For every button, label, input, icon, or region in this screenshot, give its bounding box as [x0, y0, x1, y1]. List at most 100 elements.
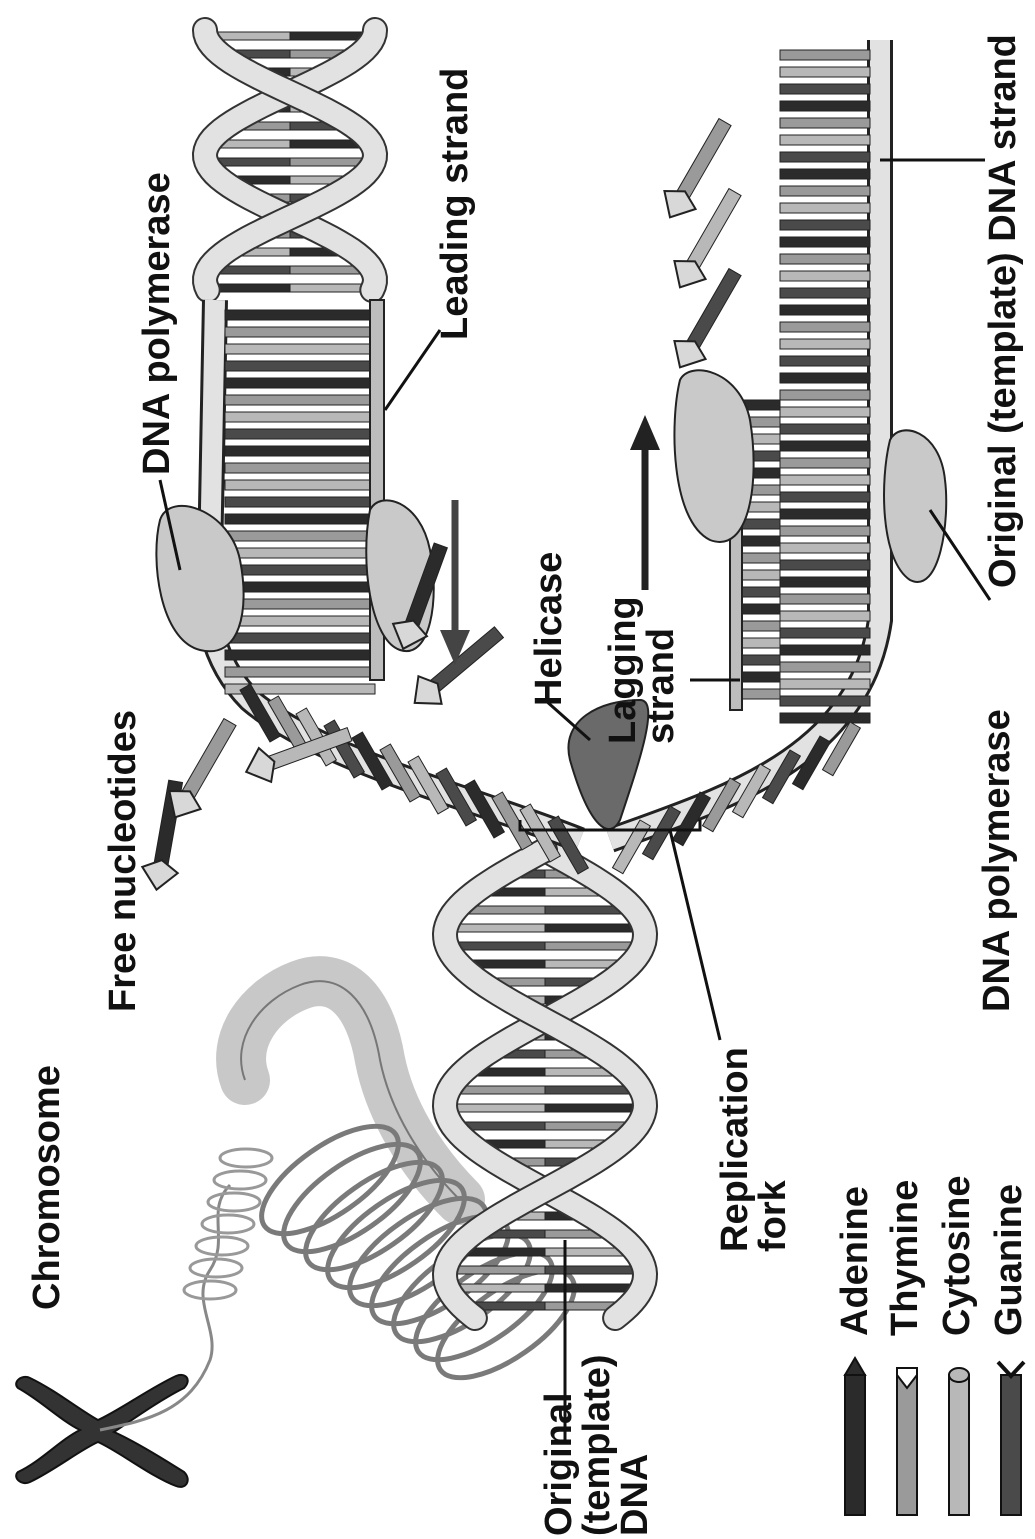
lagging-fragment-base	[740, 689, 780, 699]
lagging-strand-label: Lagging strand	[604, 596, 680, 744]
chromatin-loop	[220, 1149, 272, 1167]
lagging-template-base	[780, 339, 870, 349]
lagging-template-base	[780, 628, 870, 638]
legend-guanine-label: Guanine	[990, 1184, 1030, 1336]
dna-polymerase-bottom-label: DNA polymerase	[978, 709, 1018, 1012]
template-helix-base-pair	[545, 1104, 645, 1112]
leading-base-pair	[225, 531, 375, 541]
lagging-template-base	[780, 577, 870, 587]
legend-thymine-label: Thymine	[886, 1180, 926, 1336]
lagging-template-base	[780, 390, 870, 400]
leading-base-pair	[225, 548, 375, 558]
adenine-tip-icon	[845, 1358, 865, 1375]
lagging-fragment-base	[740, 621, 780, 631]
leading-base-pair	[225, 480, 375, 490]
lagging-template-base	[780, 696, 870, 706]
lagging-template-base	[780, 101, 870, 111]
replication-fork-leader	[670, 830, 720, 1040]
leading-base-pair	[225, 344, 375, 354]
leading-strand-label: Leading strand	[436, 68, 476, 340]
lagging-template-base	[780, 118, 870, 128]
lagging-template-base	[780, 237, 870, 247]
lagging-fragment-base	[740, 519, 780, 529]
lagging-template-base	[780, 492, 870, 502]
dna-polymerase-bottom-left	[674, 370, 753, 542]
template-helix-base-pair	[445, 1104, 545, 1112]
lagging-template-base	[780, 135, 870, 145]
lagging-template-base	[780, 679, 870, 689]
legend-swatch-guanine	[998, 1362, 1024, 1515]
chromosome-label: Chromosome	[28, 1065, 68, 1310]
lagging-template-base	[780, 424, 870, 434]
lagging-fragment-base	[740, 604, 780, 614]
chromatin-loop	[184, 1281, 236, 1299]
legend-swatch-thymine	[897, 1368, 917, 1515]
lagging-fragment-base	[740, 638, 780, 648]
leading-base-pair	[225, 463, 375, 473]
leading-base-pair	[225, 616, 375, 626]
lagging-template-base	[780, 254, 870, 264]
lagging-fragment-base	[740, 587, 780, 597]
free-nucleotide	[159, 713, 245, 826]
template-helix-base-pair	[545, 1266, 645, 1274]
free-nucleotide	[664, 263, 750, 376]
leading-base-pair	[225, 514, 375, 524]
lagging-template-base	[780, 288, 870, 298]
legend-swatch-cytosine	[949, 1368, 969, 1515]
legend-bar	[845, 1375, 865, 1515]
original-template-dna-label: Original (template) DNA	[540, 1354, 654, 1536]
lagging-template-base	[780, 305, 870, 315]
lagging-template-base	[780, 509, 870, 519]
nucleotide-phosphate	[240, 745, 281, 789]
leading-base-pair	[225, 412, 375, 422]
lagging-template-base	[780, 203, 870, 213]
leading-base-pair	[225, 446, 375, 456]
leading-base-pair	[225, 667, 375, 677]
chromatin-loop	[208, 1193, 260, 1211]
chromatin-fiber	[241, 981, 460, 1200]
legend-adenine-label: Adenine	[836, 1186, 876, 1336]
lagging-fragment-base	[740, 536, 780, 546]
leading-base-pair	[225, 497, 375, 507]
lagging-template-base	[780, 441, 870, 451]
leading-base-pair	[225, 310, 375, 320]
lagging-template-base	[780, 594, 870, 604]
lagging-template-base	[780, 560, 870, 570]
chromatin-loop	[196, 1237, 248, 1255]
free-nucleotides-label: Free nucleotides	[104, 710, 144, 1012]
lagging-template-base	[780, 543, 870, 553]
lagging-template-base	[780, 84, 870, 94]
chromatin-loop	[202, 1215, 254, 1233]
legend-bar	[949, 1375, 969, 1515]
lagging-template-base	[780, 526, 870, 536]
leading-strand-leader	[385, 330, 440, 410]
dna-polymerase-top-label: DNA polymerase	[138, 172, 178, 475]
lagging-template-base	[780, 407, 870, 417]
leading-base-pair	[225, 361, 375, 371]
lagging-template-base	[780, 152, 870, 162]
original-template-dna-strand-label: Original (template) DNA strand	[984, 34, 1024, 588]
lagging-template-base	[780, 50, 870, 60]
lagging-fragment-base	[740, 672, 780, 682]
lagging-template-base	[780, 186, 870, 196]
chromatin-loop	[214, 1171, 266, 1189]
leading-base-pair	[225, 327, 375, 337]
lagging-template-base	[780, 271, 870, 281]
lagging-template-base	[780, 169, 870, 179]
leading-base-pair	[225, 429, 375, 439]
lagging-template-base	[780, 611, 870, 621]
dna-polymerase-bottom-right	[884, 430, 946, 582]
nucleotide-phosphate	[139, 857, 180, 893]
leading-base-pair	[225, 650, 375, 660]
lagging-template-base	[780, 713, 870, 723]
lagging-template-base	[780, 67, 870, 77]
lagging-fragment-base	[740, 570, 780, 580]
lagging-template-base	[780, 662, 870, 672]
lagging-template-base	[780, 645, 870, 655]
legend-swatches	[845, 1358, 1024, 1515]
leading-base-pair	[225, 378, 375, 388]
lagging-fragment-base	[740, 553, 780, 563]
legend-swatch-adenine	[845, 1358, 865, 1515]
legend-bar	[897, 1375, 917, 1515]
leading-base-pair	[225, 395, 375, 405]
